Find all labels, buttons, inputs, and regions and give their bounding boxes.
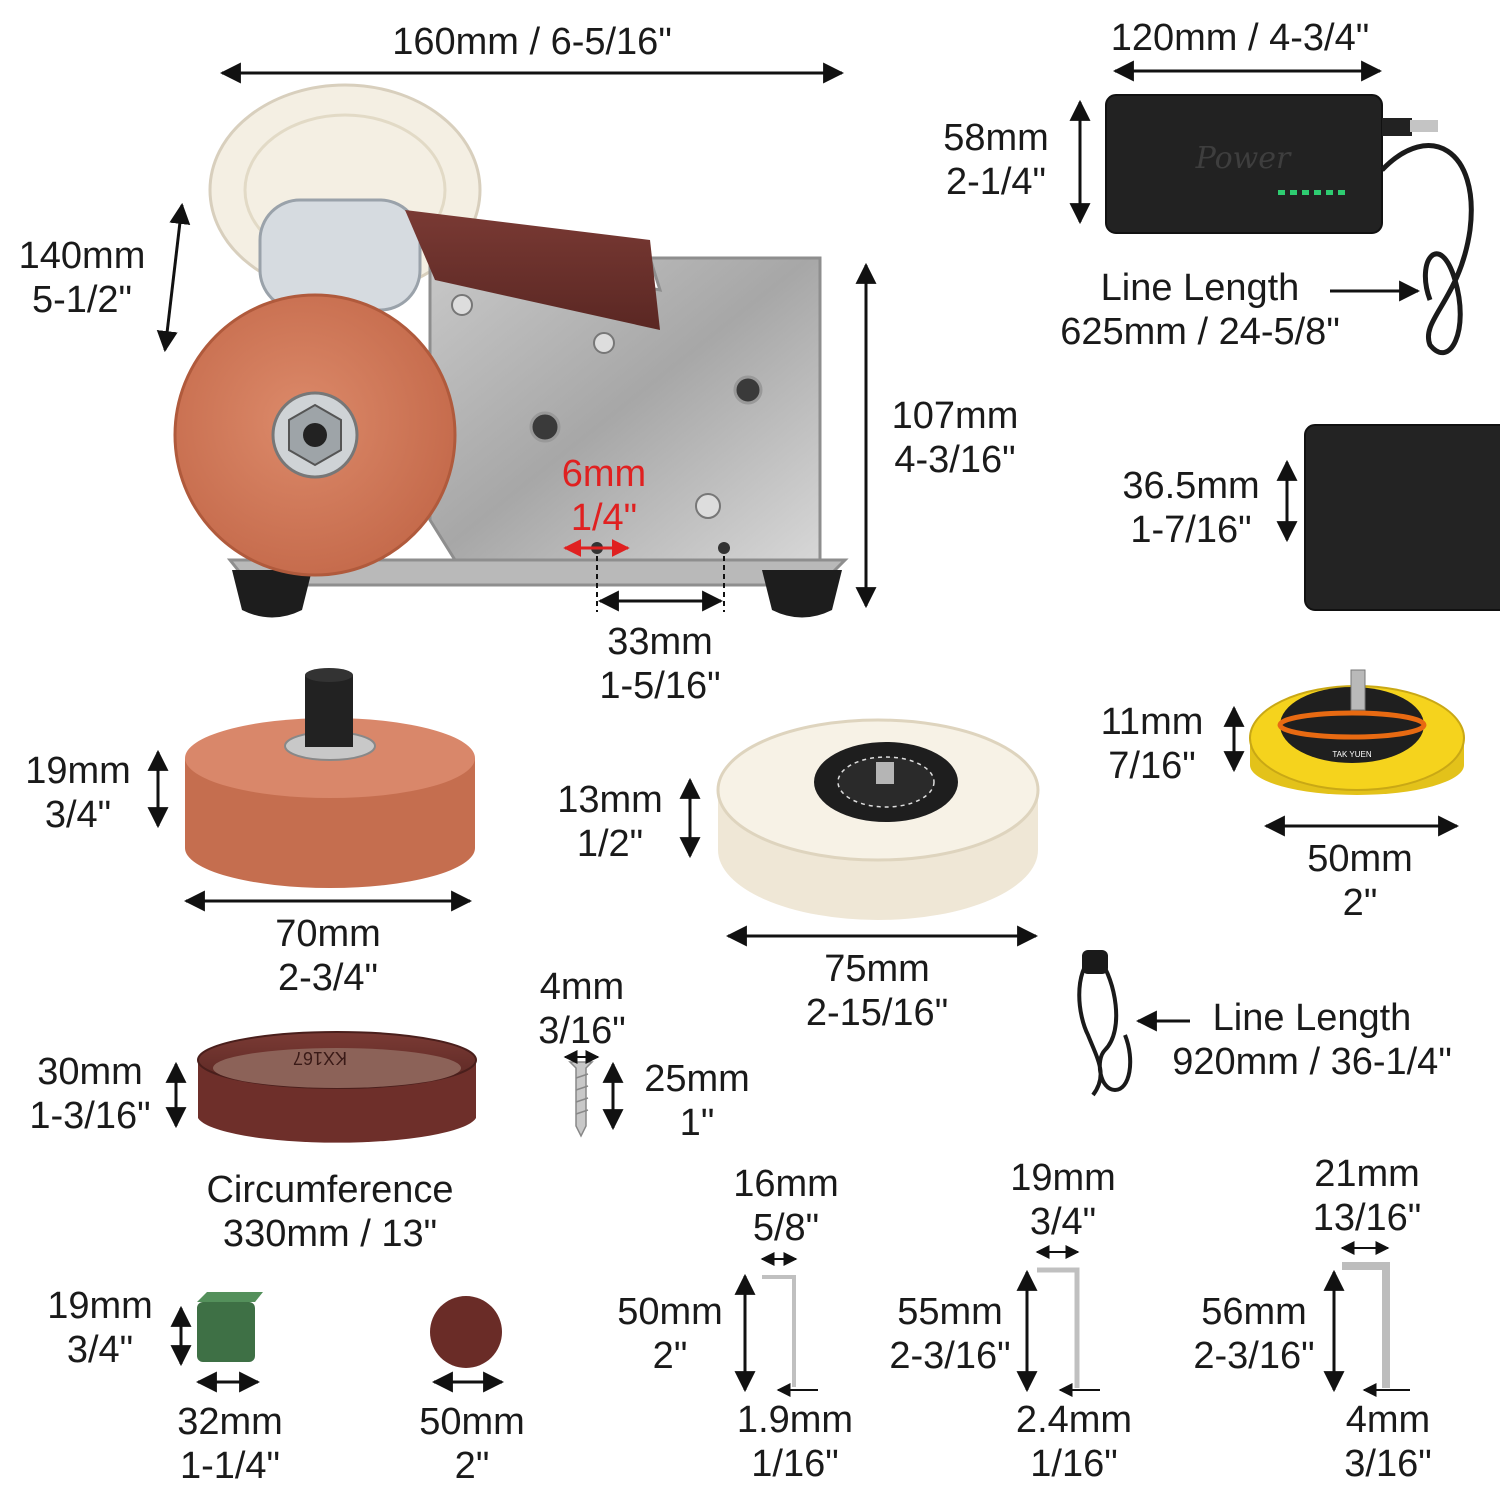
power-label: Power <box>1195 141 1292 176</box>
hex-key-medium <box>1037 1267 1080 1388</box>
pad-brand: TAK YUEN <box>1332 750 1371 759</box>
screw <box>568 1061 594 1138</box>
buffing-wheel <box>716 718 1040 920</box>
polishing-compound <box>197 1292 263 1362</box>
hex-key-small <box>762 1275 796 1387</box>
sanding-belt: KX167 <box>197 1031 477 1143</box>
adapter-width-label: 120mm / 4-3/4" <box>1110 17 1370 59</box>
hex-key-large <box>1342 1262 1390 1388</box>
belt-sander-machine <box>173 83 849 618</box>
belt-print: KX167 <box>293 1048 347 1068</box>
grinding-wheel <box>185 668 475 888</box>
main-width-label: 160mm / 6-5/16" <box>392 21 672 63</box>
power-adapter: Power <box>1105 94 1500 611</box>
sanding-pad: TAK YUEN <box>1249 669 1465 795</box>
sanding-disc <box>430 1296 502 1368</box>
power-cord <box>1077 950 1133 1097</box>
